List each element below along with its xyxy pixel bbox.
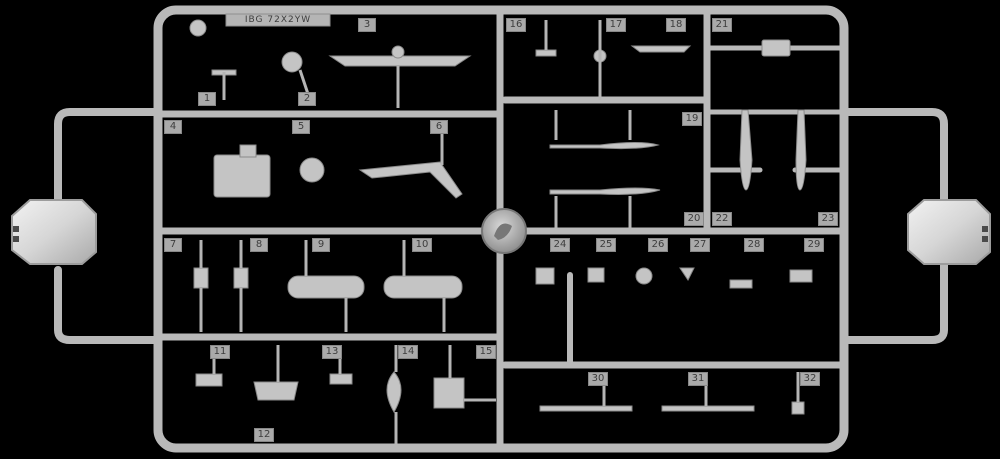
- part-number-3: 3: [363, 19, 371, 30]
- part-number-2: 2: [303, 93, 311, 104]
- part-number-22: 22: [715, 213, 729, 224]
- part-number-4: 4: [169, 121, 177, 132]
- part-number-9: 9: [317, 239, 325, 250]
- right-pad: [907, 199, 991, 265]
- part-number-19: 19: [685, 113, 699, 124]
- ejector-mark: [189, 19, 207, 37]
- part-number-16: 16: [509, 19, 523, 30]
- left-lower-runner: [54, 266, 162, 344]
- left-upper-runner: [54, 108, 162, 204]
- part-number-27: 27: [693, 239, 707, 250]
- right-upper-runner: [840, 108, 948, 214]
- part-number-30: 30: [591, 373, 605, 384]
- part-number-17: 17: [609, 19, 623, 30]
- part-number-32: 32: [803, 373, 817, 384]
- frame-code: IBG 72X2YW: [244, 15, 312, 25]
- part-number-29: 29: [807, 239, 821, 250]
- part-number-20: 20: [687, 213, 701, 224]
- part-number-18: 18: [669, 19, 683, 30]
- part-number-10: 10: [415, 239, 429, 250]
- part-number-14: 14: [401, 346, 415, 357]
- part-number-15: 15: [479, 346, 493, 357]
- part-number-8: 8: [255, 239, 263, 250]
- part-number-23: 23: [821, 213, 835, 224]
- part-number-7: 7: [169, 239, 177, 250]
- part-number-13: 13: [325, 346, 339, 357]
- left-pad: [11, 199, 97, 265]
- sprue-hub: [481, 208, 527, 254]
- part-number-25: 25: [599, 239, 613, 250]
- right-lower-runner: [840, 261, 948, 344]
- part-number-11: 11: [213, 346, 227, 357]
- part-number-31: 31: [691, 373, 705, 384]
- part-number-24: 24: [553, 239, 567, 250]
- part-number-26: 26: [651, 239, 665, 250]
- part-number-1: 1: [203, 93, 211, 104]
- part-number-12: 12: [257, 429, 271, 440]
- part-number-5: 5: [297, 121, 305, 132]
- frame-code-tab: [225, 13, 331, 27]
- part-number-21: 21: [715, 19, 729, 30]
- part-number-6: 6: [435, 121, 443, 132]
- part-number-28: 28: [747, 239, 761, 250]
